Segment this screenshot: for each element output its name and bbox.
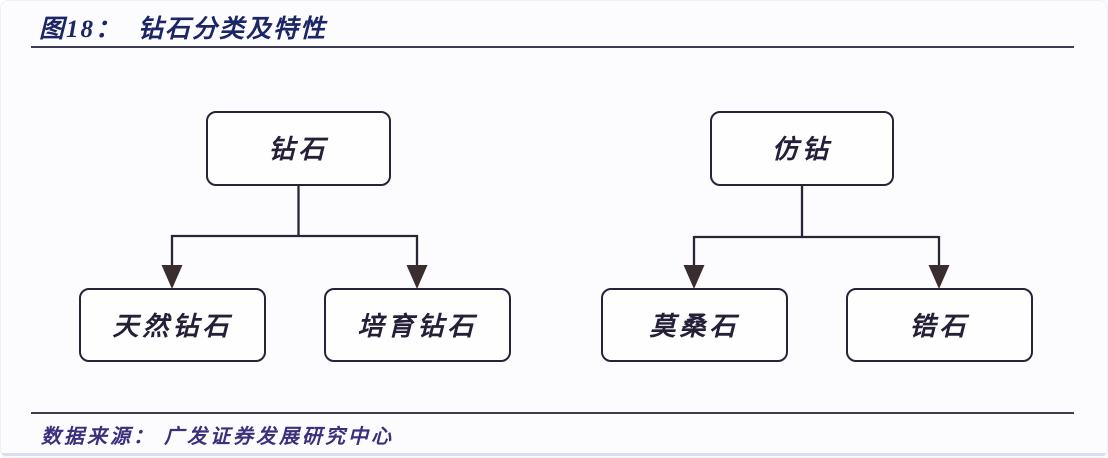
arrow-down-icon bbox=[683, 265, 705, 289]
node-label: 莫桑石 bbox=[649, 311, 740, 341]
header-divider bbox=[31, 46, 1074, 48]
node-label: 钻石 bbox=[268, 135, 329, 164]
node-label: 仿钻 bbox=[771, 135, 832, 164]
node-imitation-diamond: 仿钻 bbox=[710, 111, 894, 186]
arrow-down-icon bbox=[161, 265, 183, 289]
node-zircon: 锆石 bbox=[846, 288, 1033, 362]
node-label: 培育钻石 bbox=[357, 311, 478, 341]
bottom-edge-strip bbox=[1, 453, 1107, 456]
node-lab-grown-diamond: 培育钻石 bbox=[324, 288, 511, 362]
node-label: 锆石 bbox=[909, 311, 970, 341]
node-moissanite: 莫桑石 bbox=[601, 288, 788, 362]
footer-divider bbox=[31, 412, 1074, 414]
data-source-text: 数据来源： 广发证券发展研究中心 bbox=[41, 426, 394, 448]
figure-number-label: 图18： bbox=[39, 16, 123, 43]
node-diamond: 钻石 bbox=[206, 111, 391, 186]
figure-header: 图18： 钻石分类及特性 bbox=[39, 9, 327, 45]
arrow-down-icon bbox=[928, 265, 950, 289]
figure-title: 钻石分类及特性 bbox=[138, 16, 328, 43]
node-natural-diamond: 天然钻石 bbox=[79, 288, 266, 362]
node-label: 天然钻石 bbox=[112, 311, 233, 341]
arrow-down-icon bbox=[406, 265, 428, 289]
